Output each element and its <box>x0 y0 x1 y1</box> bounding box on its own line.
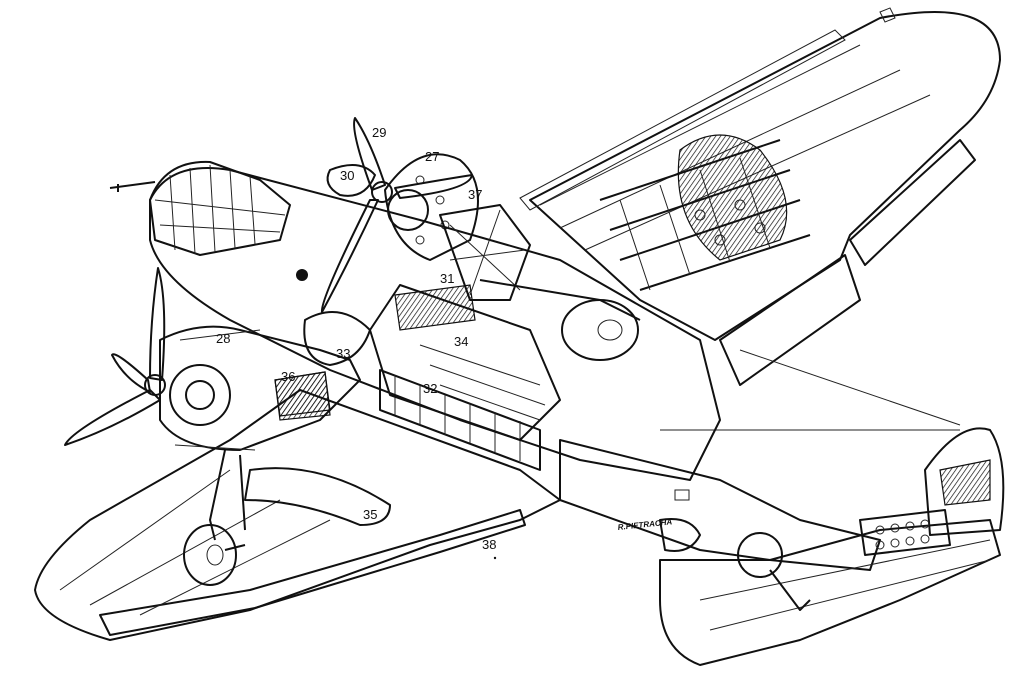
right-propeller <box>320 117 473 313</box>
callout-labels: 27 28 29 30 31 32 33 34 35 36 37 38 <box>216 125 496 560</box>
fuselage-porthole <box>296 269 308 281</box>
callout-32: 32 <box>423 381 437 396</box>
left-propeller <box>64 267 166 446</box>
callout-29: 29 <box>372 125 386 140</box>
fuselage <box>109 160 721 552</box>
left-engine <box>64 267 371 586</box>
callout-37: 37 <box>468 187 482 202</box>
callout-31: 31 <box>440 271 454 286</box>
callout-33: 33 <box>336 346 350 361</box>
right-wing <box>519 7 1001 386</box>
right-wing-ribs <box>599 134 811 291</box>
callout-36: 36 <box>281 369 295 384</box>
tail-assembly <box>559 349 1005 666</box>
callout-34: 34 <box>454 334 468 349</box>
callout-27: 27 <box>425 149 439 164</box>
callout-28: 28 <box>216 331 230 346</box>
radiator-grille <box>274 371 331 417</box>
nose-glazing <box>109 160 291 256</box>
callout-38: 38 <box>482 537 496 552</box>
callout-30: 30 <box>340 168 354 183</box>
callout-35: 35 <box>363 507 377 522</box>
right-engine <box>320 117 641 361</box>
